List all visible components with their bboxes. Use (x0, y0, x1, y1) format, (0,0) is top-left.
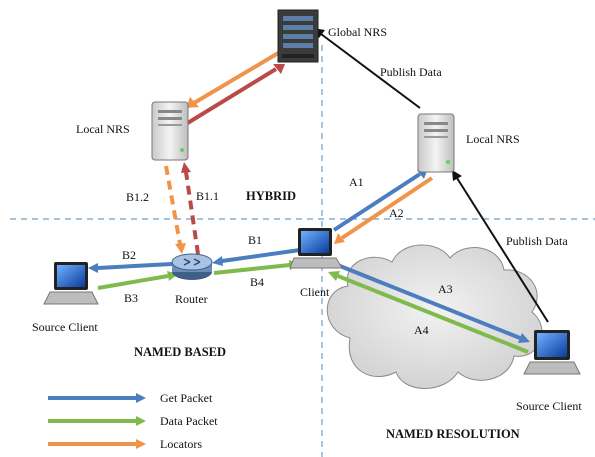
local-nrs-right-server-icon (417, 113, 455, 173)
publish-right-label: Publish Data (506, 234, 568, 248)
a3-label: A3 (438, 282, 453, 296)
router-label: Router (175, 292, 208, 306)
arrow-b3 (97, 271, 178, 290)
global-nrs-server-icon (277, 9, 319, 63)
node-labels: Global NRS Local NRS Local NRS Router Cl… (32, 25, 582, 413)
source-client-left-label: Source Client (32, 320, 98, 334)
region-labels: HYBRID NAMED BASED NAMED RESOLUTION (134, 189, 520, 441)
edge-labels: Publish Data Publish Data A1 A2 A3 A4 B1… (122, 65, 568, 337)
a1-label: A1 (349, 175, 364, 189)
a4-label: A4 (414, 323, 429, 337)
arrow-locator-global-to-local (186, 50, 282, 108)
hybrid-label: HYBRID (246, 189, 296, 203)
router-icon (171, 253, 213, 280)
a2-label: A2 (389, 206, 404, 220)
publish-top-label: Publish Data (380, 65, 442, 79)
legend-label: Locators (160, 437, 202, 451)
b11-label: B1.1 (196, 189, 219, 203)
named-based-label: NAMED BASED (134, 345, 226, 359)
legend-label: Get Packet (160, 391, 213, 405)
b3-label: B3 (124, 291, 138, 305)
local-nrs-left-label: Local NRS (76, 122, 130, 136)
client-label: Client (300, 285, 330, 299)
global-nrs-label: Global NRS (328, 25, 387, 39)
arrow-b2 (88, 262, 173, 273)
arrow-b11 (181, 162, 200, 255)
arrow-a3 (329, 260, 530, 343)
b12-label: B1.2 (126, 190, 149, 204)
legend: Get Packet Data Packet Locators (48, 391, 218, 451)
source-client-right-label: Source Client (516, 399, 582, 413)
arrow-b1 (212, 248, 301, 266)
legend-item-get-packet: Get Packet (48, 391, 213, 405)
arrow-b12 (164, 165, 186, 254)
client-laptop-icon (289, 228, 343, 269)
b4-label: B4 (250, 275, 264, 289)
legend-item-data-packet: Data Packet (48, 414, 218, 428)
arrow-nrs-local-to-global (184, 64, 285, 126)
b2-label: B2 (122, 248, 136, 262)
arrow-a2 (334, 176, 434, 244)
source-client-right-laptop-icon (523, 330, 581, 375)
region-dividers (10, 45, 595, 457)
legend-label: Data Packet (160, 414, 218, 428)
named-resolution-label: NAMED RESOLUTION (386, 427, 520, 441)
arrow-publish-source-to-local (452, 170, 549, 323)
local-nrs-left-server-icon (151, 101, 189, 161)
arrow-a4 (328, 271, 529, 354)
b1-label: B1 (248, 233, 262, 247)
legend-item-locators: Locators (48, 437, 202, 451)
local-nrs-right-label: Local NRS (466, 132, 520, 146)
source-client-left-laptop-icon (43, 262, 99, 305)
